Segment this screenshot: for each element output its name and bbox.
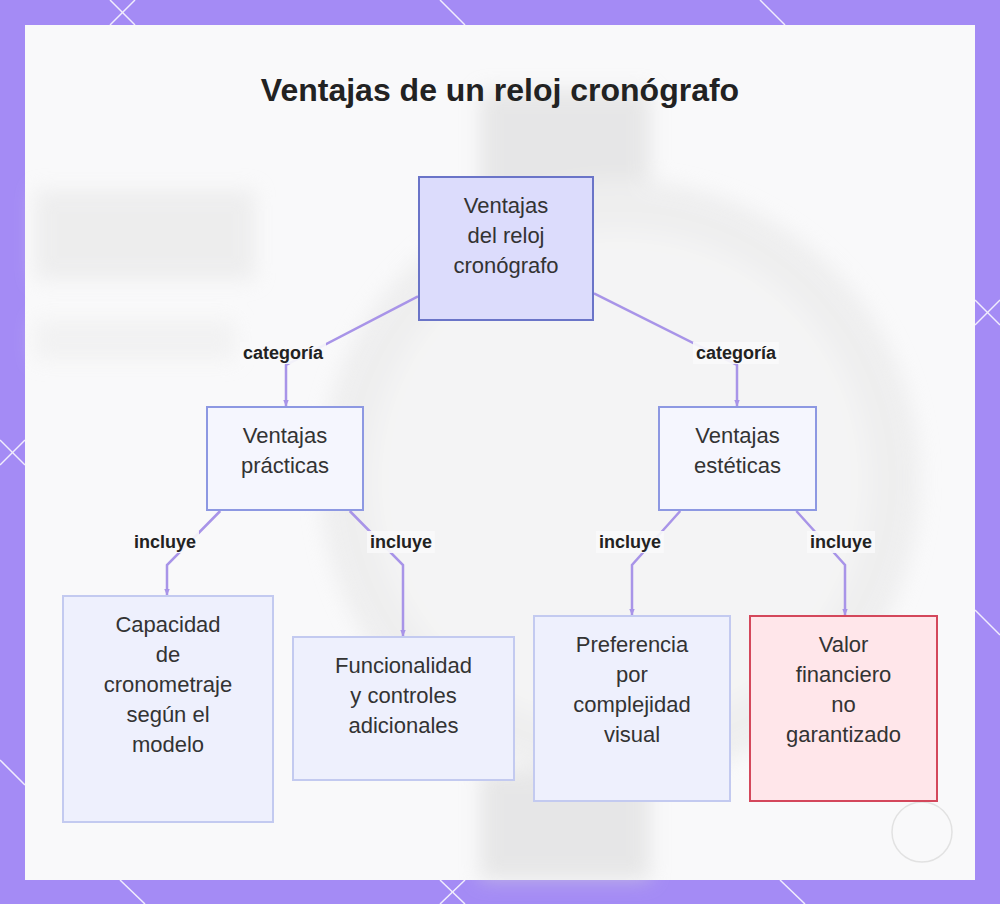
edge-label: incluye bbox=[807, 531, 875, 553]
connector-arrow bbox=[350, 511, 403, 636]
node-text: Preferencia por complejidad visual bbox=[570, 630, 695, 750]
edge-label: incluye bbox=[596, 531, 664, 553]
edge-label: incluye bbox=[367, 531, 435, 553]
edge-label: incluye bbox=[131, 531, 199, 553]
edge-label: categoría bbox=[693, 342, 779, 364]
node-text: Ventajas del reloj cronógrafo bbox=[449, 191, 564, 281]
node-text: Funcionalidad y controles adicionales bbox=[329, 651, 479, 741]
edge-label: categoría bbox=[240, 342, 326, 364]
node-text: Capacidad de cronometraje según el model… bbox=[103, 610, 233, 760]
concept-box: Ventajas del reloj cronógrafo bbox=[418, 176, 594, 321]
concept-box: Funcionalidad y controles adicionales bbox=[292, 636, 515, 781]
concept-box: Ventajas prácticas bbox=[206, 406, 364, 511]
connector-arrow bbox=[796, 511, 845, 615]
concept-box: Valor financiero no garantizado bbox=[749, 615, 938, 802]
node-text: Ventajas estéticas bbox=[680, 421, 795, 481]
connector-arrow bbox=[632, 511, 680, 615]
node-text: Ventajas prácticas bbox=[228, 421, 343, 481]
canvas-panel bbox=[25, 25, 975, 880]
node-text: Valor financiero no garantizado bbox=[784, 630, 904, 750]
concept-box: Ventajas estéticas bbox=[658, 406, 817, 511]
concept-box: Preferencia por complejidad visual bbox=[533, 615, 731, 802]
emblem bbox=[892, 802, 952, 862]
concept-box: Capacidad de cronometraje según el model… bbox=[62, 595, 274, 823]
diagram-title: Ventajas de un reloj cronógrafo bbox=[0, 72, 1000, 109]
connector-arrow bbox=[167, 511, 220, 595]
